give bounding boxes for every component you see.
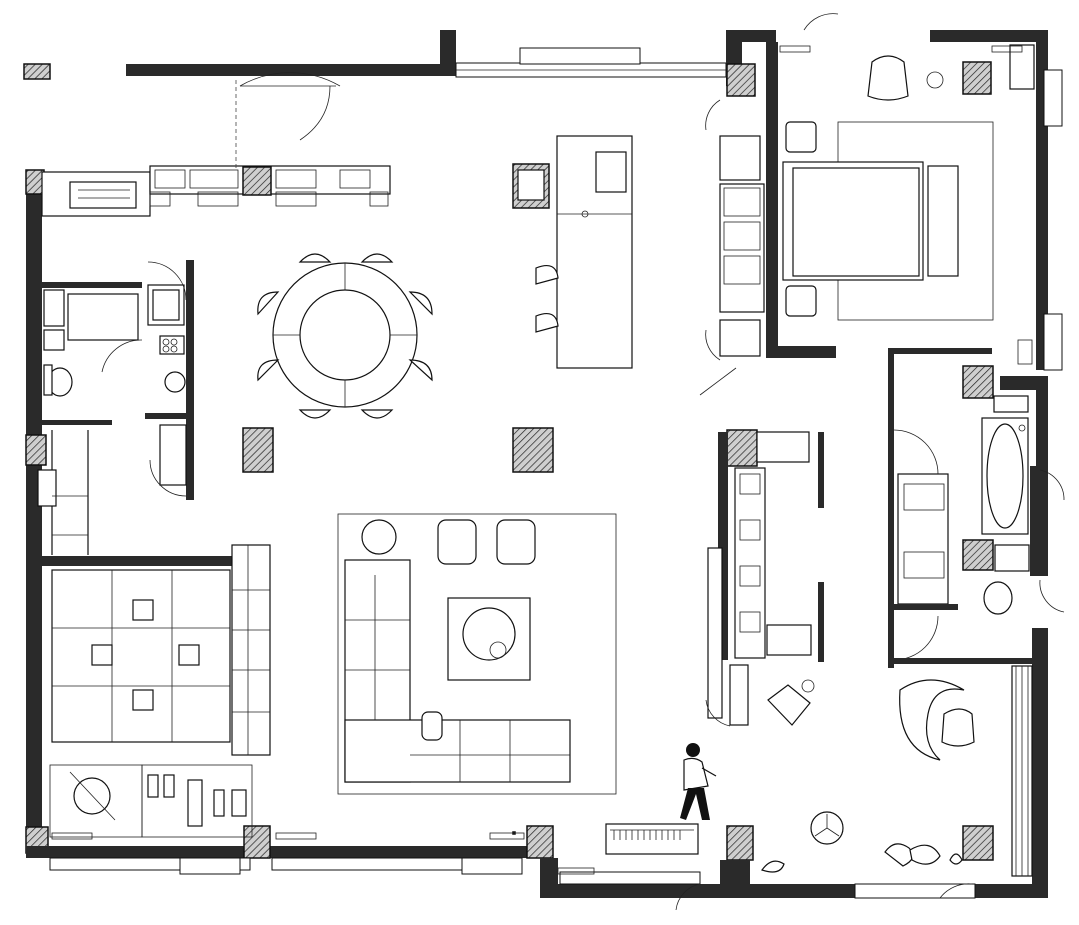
person-figure [680,743,717,820]
living-room [337,513,617,795]
kitchen-island [535,135,633,369]
tatami-room [40,544,271,838]
master-bedroom [719,42,1035,358]
interior-columns [242,163,554,835]
door-swings [675,13,1065,911]
left-corridor [37,430,89,555]
kitchen [41,72,391,217]
exterior-walls [23,30,1063,899]
left-utility-rooms [42,260,194,500]
study [720,658,1033,886]
round-dining-table [257,253,433,419]
master-bathroom [888,348,1048,668]
piano-keyboard [605,823,699,855]
wardrobe-corridor [699,367,824,726]
radiator-strips [51,45,1033,875]
